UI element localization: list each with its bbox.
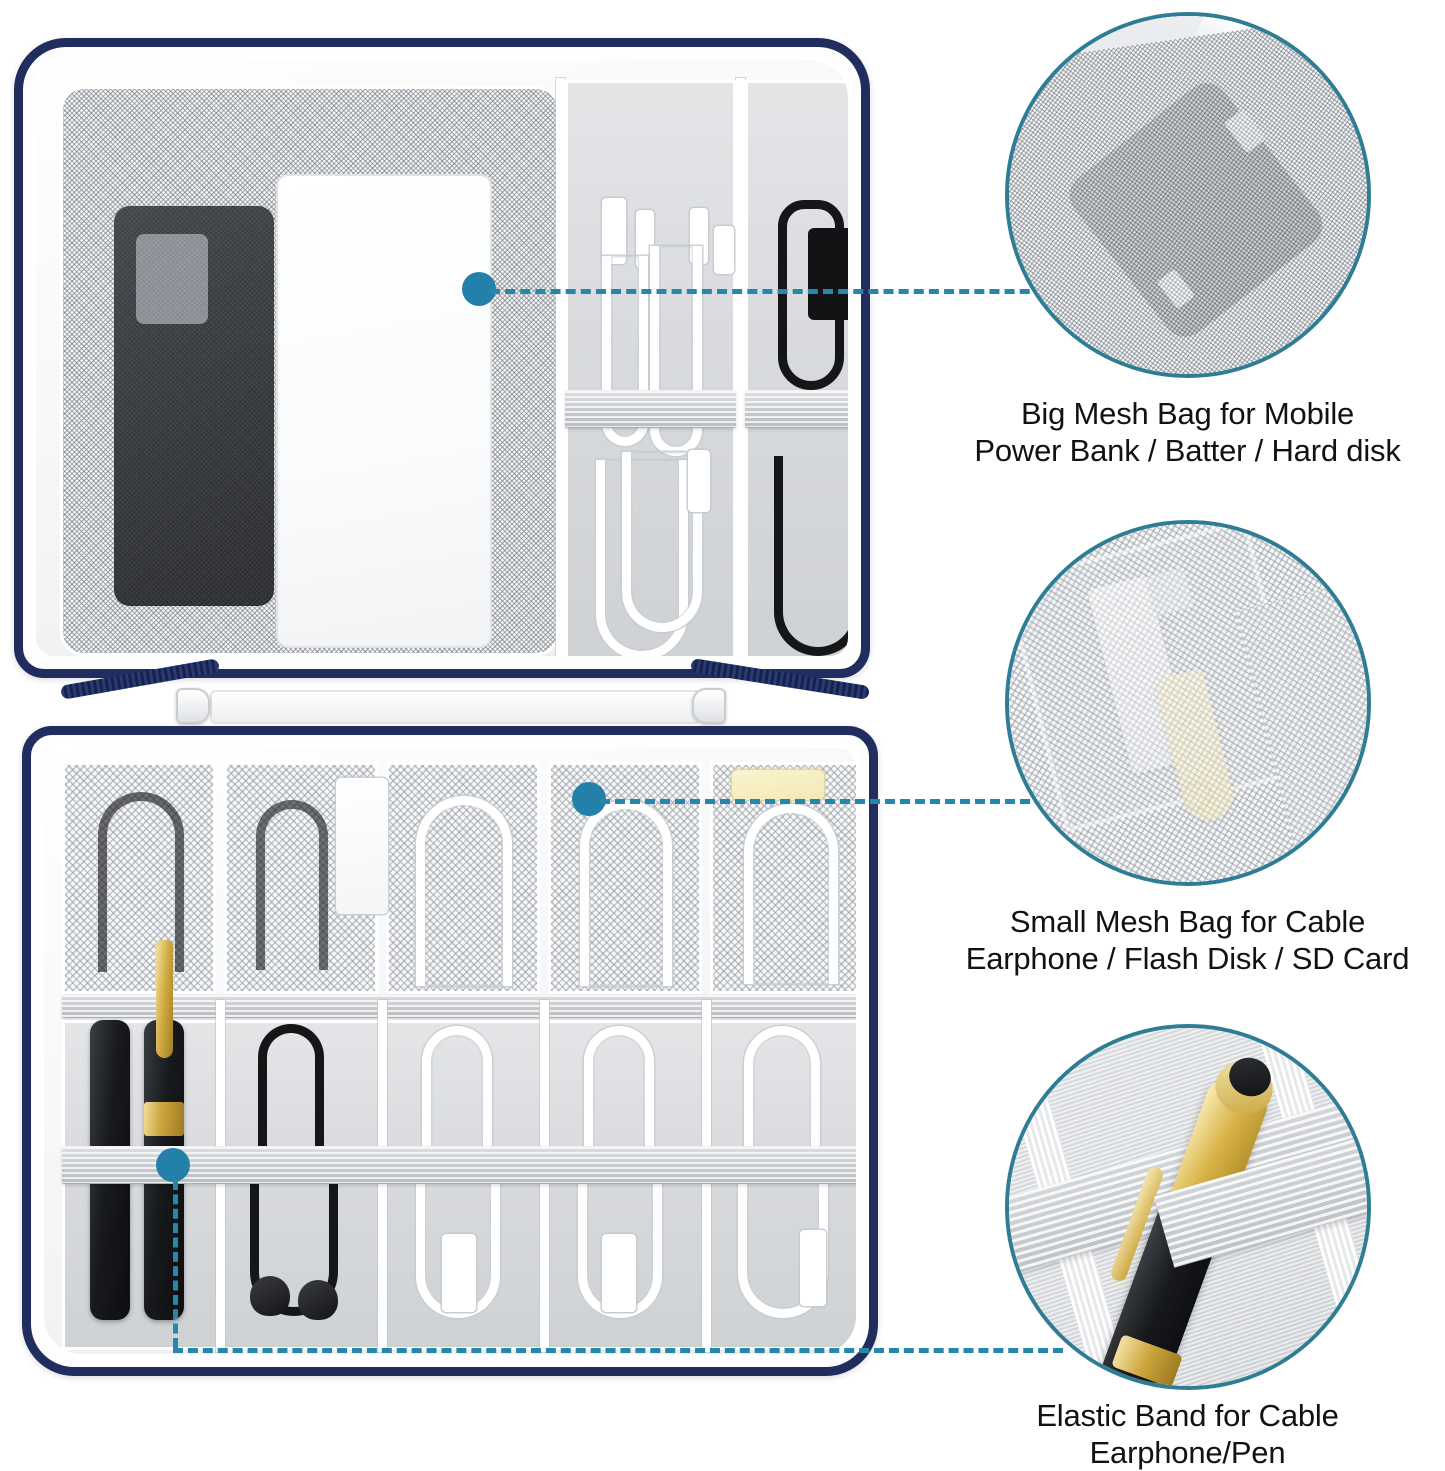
white-cable-slot3-upper (744, 1026, 820, 1176)
mesh-cable-white-4 (580, 800, 672, 986)
caption-line-1: Elastic Band for Cable (1036, 1398, 1339, 1433)
white-cable-end-plug (688, 450, 710, 512)
zipper-slider-left[interactable] (176, 688, 210, 724)
case-top-lining (30, 54, 854, 662)
seam-divider-2 (736, 78, 745, 656)
white-device-item (278, 176, 490, 646)
callout-line-3-vertical (173, 1180, 178, 1348)
usb-a-plug-slot2 (602, 1234, 636, 1312)
earphone-cable-lower (250, 1166, 338, 1316)
white-cable-slot2-upper (584, 1026, 654, 1176)
case-bottom-lining (38, 742, 862, 1360)
feature-photo-small-mesh-bag (1005, 520, 1371, 886)
pen-gold-clip (156, 940, 173, 1058)
closeup-mesh-overlay (1009, 16, 1367, 374)
caption-line-2: Earphone/Pen (1089, 1434, 1286, 1470)
small-mesh-closeup-scene (1009, 524, 1367, 882)
big-mesh-closeup-scene (1009, 16, 1367, 374)
callout-line-2 (600, 799, 1060, 804)
usb-c-plug-slot3 (800, 1230, 826, 1306)
white-cable-slot1-upper (422, 1026, 492, 1176)
elastic-band-lower-row (62, 1146, 856, 1184)
white-cable-loop-bottom-2 (622, 452, 702, 632)
case-top-half (14, 38, 870, 678)
flash-drive-in-mesh (336, 778, 388, 914)
white-cable-loop-bottom-1 (596, 460, 688, 656)
caption-line-1: Big Mesh Bag for Mobile (1020, 396, 1355, 431)
earbud-right (298, 1280, 338, 1320)
feature-caption-big-mesh-bag: Big Mesh Bag for Mobile Power Bank / Bat… (930, 396, 1445, 469)
mesh-cable-dark-1 (98, 792, 184, 972)
case-bottom-half (22, 726, 878, 1376)
black-cable-plug (808, 228, 848, 320)
white-cable-loop-top-2 (650, 246, 702, 456)
power-bank-screen (136, 234, 208, 324)
caption-line-2: Power Bank / Batter / Hard disk (974, 432, 1401, 468)
usb-a-plug-slot1 (442, 1234, 476, 1312)
earphone-cable-upper (258, 1024, 324, 1184)
usb-plug-a (602, 198, 626, 264)
callout-line-3-horizontal (173, 1348, 1063, 1353)
seam-divider-1 (556, 78, 565, 656)
feature-photo-elastic-band (1005, 1024, 1371, 1390)
zipper-mid-panel (210, 690, 700, 724)
feature-caption-small-mesh-bag: Small Mesh Bag for Cable Earphone / Flas… (930, 904, 1445, 977)
feature-photo-big-mesh-bag (1005, 12, 1371, 378)
mesh-cable-dark-2 (256, 800, 328, 970)
pen-gold-band (144, 1102, 184, 1136)
white-cable-loop-top-1 (602, 256, 648, 446)
zipper-slider-right[interactable] (692, 688, 726, 724)
elastic-band-top-cables (565, 390, 736, 428)
elastic-band-mesh-row (62, 994, 856, 1018)
black-cable-loop-bottom (774, 456, 848, 656)
callout-marker-3[interactable] (156, 1148, 190, 1182)
feature-caption-elastic-band: Elastic Band for Cable Earphone/Pen (930, 1398, 1445, 1471)
usb-plug-d (714, 226, 734, 274)
elastic-closeup-scene (1009, 1028, 1367, 1386)
feature-callout-column: Big Mesh Bag for Mobile Power Bank / Bat… (930, 0, 1445, 1470)
gold-flash-drive (732, 770, 824, 800)
elastic-band-top-black (745, 390, 848, 428)
white-cable-slot1-lower (416, 1168, 500, 1318)
caption-line-2: Earphone / Flash Disk / SD Card (965, 940, 1410, 976)
white-cable-slot2-lower (578, 1168, 662, 1318)
earbud-left (250, 1276, 290, 1316)
product-photo (14, 38, 1063, 1376)
mesh-cable-white-5 (744, 804, 838, 984)
caption-line-1: Small Mesh Bag for Cable (1009, 904, 1366, 939)
callout-line-1 (490, 289, 1060, 294)
mesh-cable-white-3 (416, 796, 512, 986)
power-bank-item (114, 206, 274, 606)
